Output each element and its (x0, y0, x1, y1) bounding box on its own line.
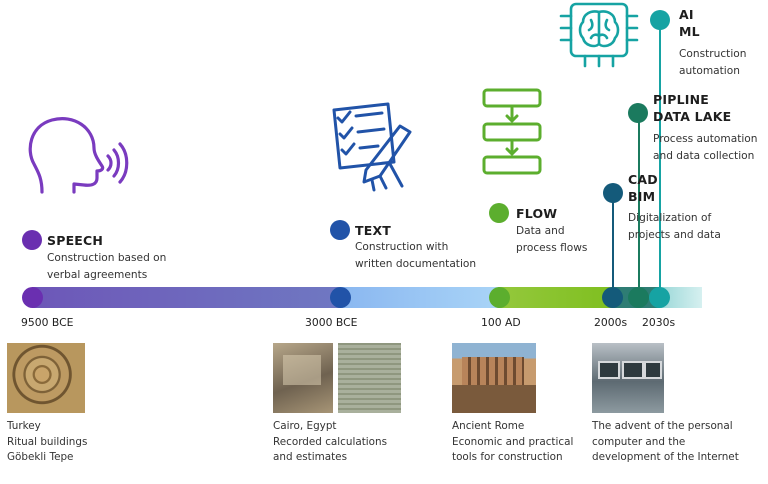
connector-ai (659, 27, 661, 295)
ai-title: AI ML (679, 7, 700, 39)
document-pen-icon (332, 102, 412, 192)
date-label-2000s: 2000s (594, 316, 628, 329)
flow-description: Data and process flows (516, 225, 588, 254)
cad-title: CAD BIM (628, 172, 658, 204)
gobekli-tepe-photo (7, 343, 85, 413)
pipeline-node-dot (628, 103, 648, 123)
date-label-2030s: 2030s (642, 316, 676, 329)
timeline-bar-text-segment (340, 287, 500, 308)
caption-rome: Ancient Rome Economic and practical tool… (452, 420, 574, 463)
date-label-100ad: 100 AD (481, 316, 521, 329)
text-title: TEXT (355, 223, 392, 238)
cad-node-dot (603, 183, 623, 203)
connector-cad (612, 202, 614, 296)
computer-lab-photo (592, 343, 664, 413)
caption-computer: The advent of the personal computer and … (592, 420, 739, 463)
timeline-bar-future-segment (660, 287, 702, 308)
flow-title: FLOW (516, 206, 558, 221)
caption-turkey: Turkey Ritual buildings Göbekli Tepe (7, 420, 88, 463)
speech-description: Construction based on verbal agreements (47, 252, 167, 281)
speaking-head-icon (28, 117, 129, 194)
flow-bar-dot (489, 287, 510, 308)
text-description: Construction with written documentation (355, 241, 477, 270)
date-label-9500bce: 9500 BCE (21, 316, 74, 329)
timeline-bar-speech-segment (32, 287, 342, 308)
connector-pipeline (638, 121, 640, 295)
brain-chip-icon (559, 2, 639, 68)
speech-title: SPEECH (47, 233, 104, 248)
pipeline-description: Process automation and data collection (653, 133, 758, 162)
text-bar-dot (330, 287, 351, 308)
flow-node-dot (489, 203, 509, 223)
cad-bar-dot (602, 287, 623, 308)
egypt-scene-photo (273, 343, 333, 413)
cad-description: Digitalization of projects and data (628, 212, 721, 241)
ai-description: Construction automation (679, 48, 747, 77)
caption-egypt: Cairo, Egypt Recorded calculations and e… (273, 420, 388, 463)
speech-node-dot (22, 230, 42, 250)
ai-bar-dot (649, 287, 670, 308)
ancient-rome-photo (452, 343, 536, 413)
ai-node-dot (650, 10, 670, 30)
papyrus-photo (338, 343, 401, 413)
date-label-3000bce: 3000 BCE (305, 316, 358, 329)
pipeline-title: PIPLINE DATA LAKE (653, 92, 732, 124)
flowchart-icon (482, 88, 542, 175)
pipeline-bar-dot (628, 287, 649, 308)
timeline-bar-flow-segment (498, 287, 612, 308)
text-node-dot (330, 220, 350, 240)
speech-bar-dot (22, 287, 43, 308)
